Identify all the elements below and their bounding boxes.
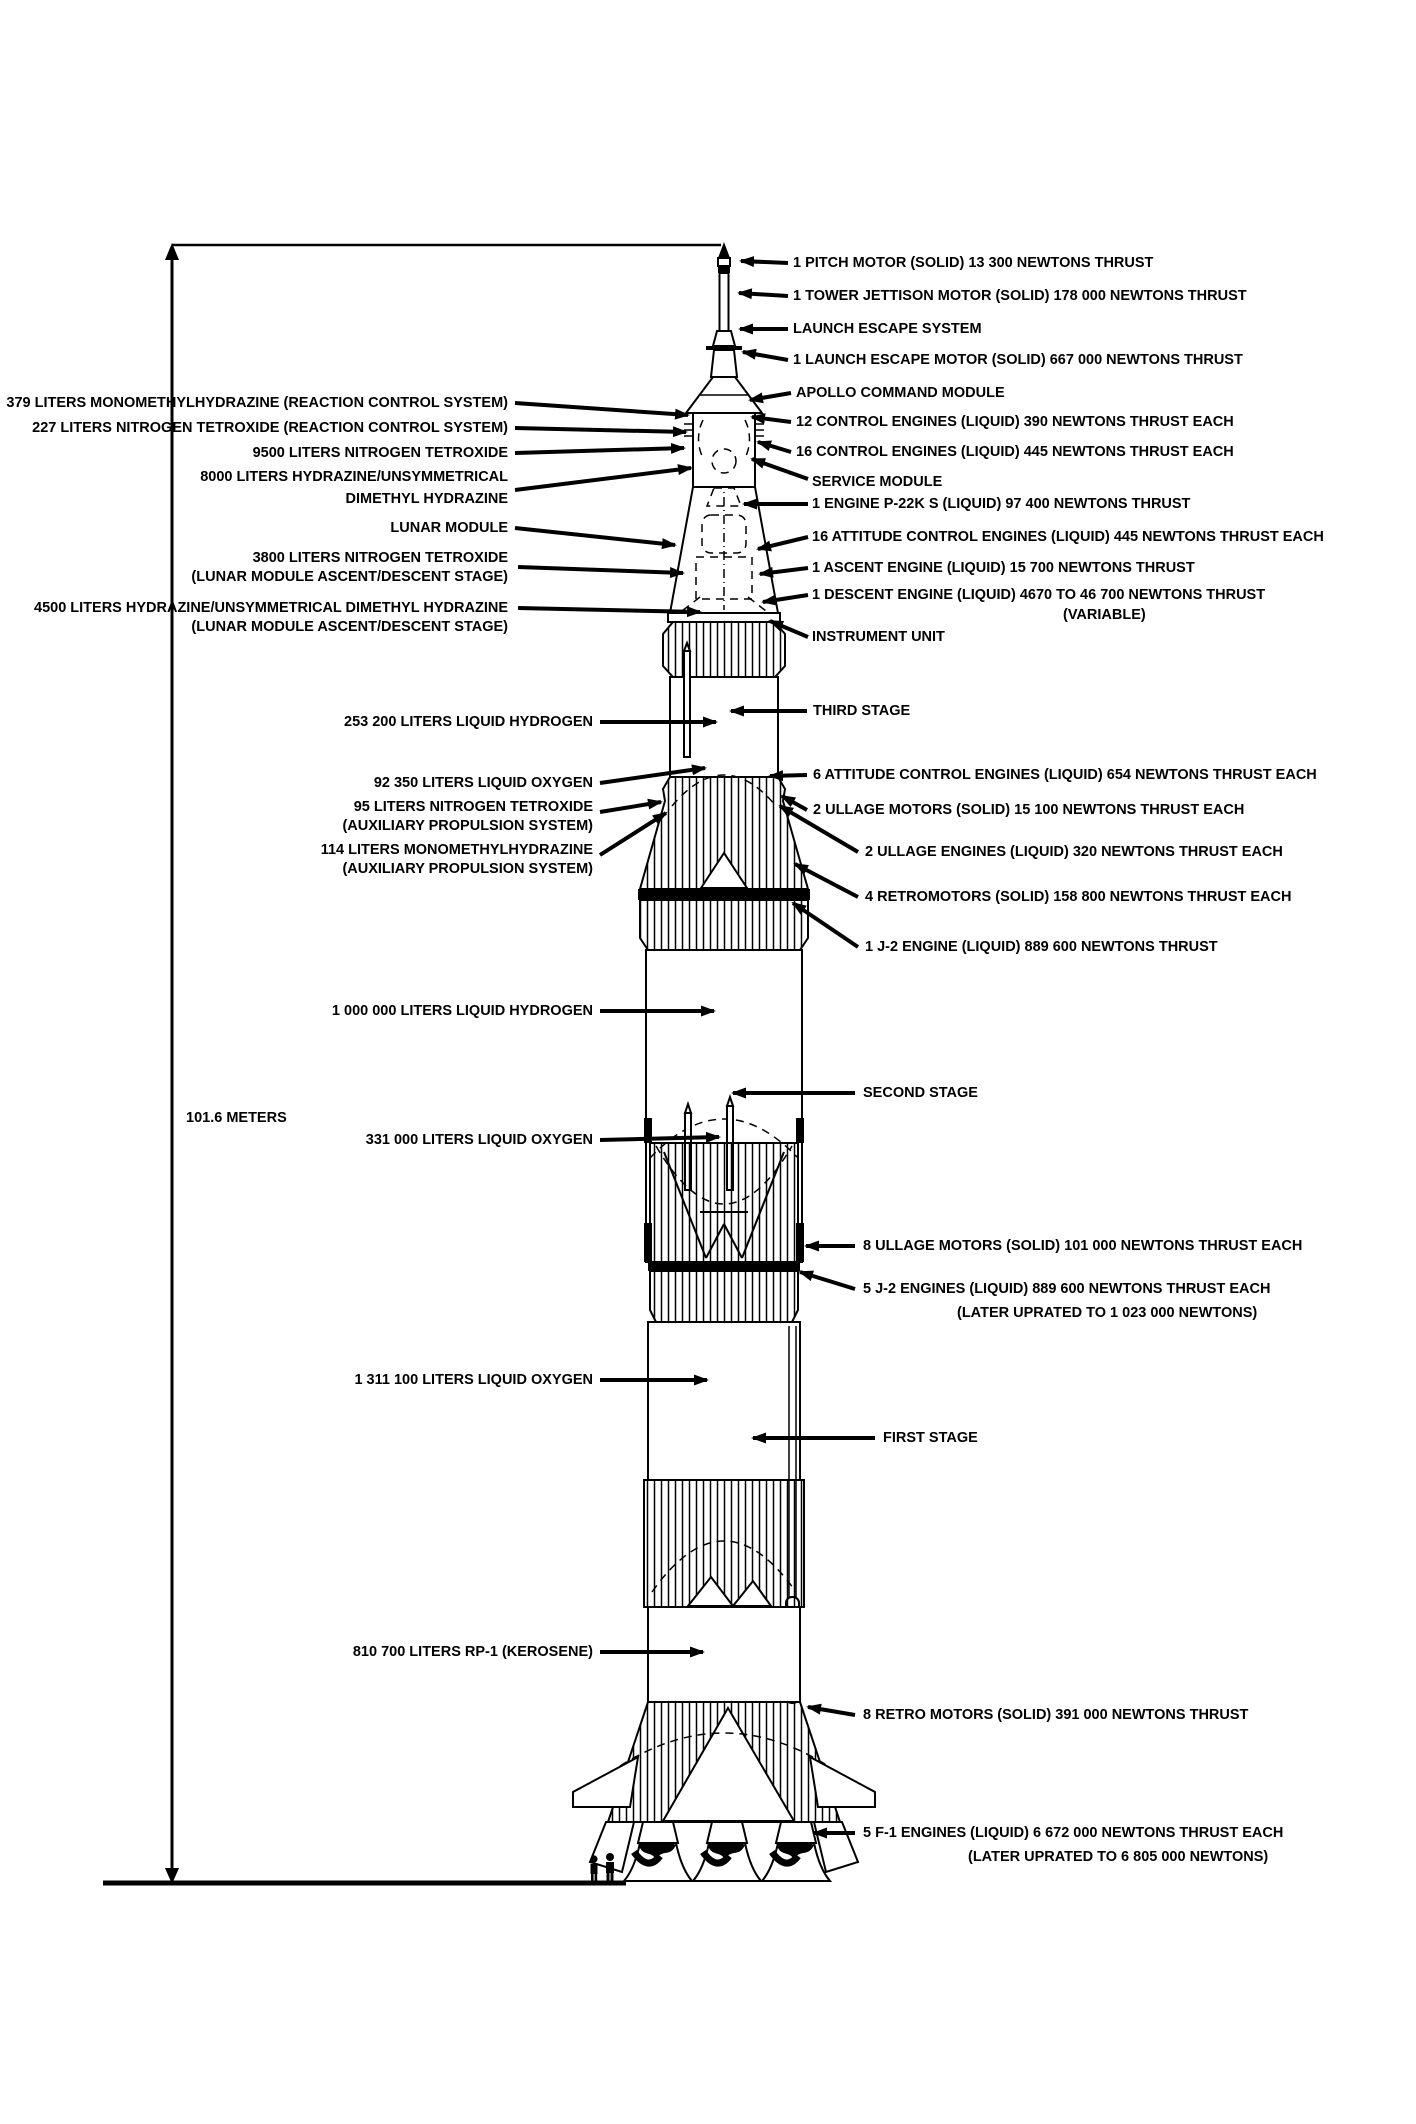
label-dimethyl-hydrazine: DIMETHYL HYDRAZINE <box>345 491 508 507</box>
instrument-unit-band <box>667 612 781 623</box>
label-8-ullage-motors: 8 ULLAGE MOTORS (SOLID) 101 000 NEWTONS … <box>863 1238 1303 1254</box>
label-height-101-6-meters: 101.6 METERS <box>186 1110 287 1126</box>
lunar-module-adapter-drawing <box>668 486 780 614</box>
label-descent-engine: 1 DESCENT ENGINE (LIQUID) 4670 TO 46 700… <box>812 587 1266 603</box>
label-apollo-command-module: APOLLO COMMAND MODULE <box>796 385 1005 401</box>
leader-arrows <box>514 256 875 1839</box>
label-1-j2-engine: 1 J-2 ENGINE (LIQUID) 889 600 NEWTONS TH… <box>865 939 1218 955</box>
label-16-attitude-control-engines: 16 ATTITUDE CONTROL ENGINES (LIQUID) 445… <box>812 529 1324 545</box>
f1-engines-drawing <box>621 1821 833 1882</box>
second-stage-aft-section <box>649 1142 799 1263</box>
label-5-j2-engines-uprated: (LATER UPRATED TO 1 023 000 NEWTONS) <box>957 1305 1258 1321</box>
lm-ascent-stage <box>701 514 747 554</box>
label-5-j2-engines: 5 J-2 ENGINES (LIQUID) 889 600 NEWTONS T… <box>863 1281 1271 1297</box>
f1-engine <box>690 1821 764 1882</box>
label-810700-liters-rp1: 810 700 LITERS RP-1 (KEROSENE) <box>352 1644 593 1660</box>
label-16-control-engines: 16 CONTROL ENGINES (LIQUID) 445 NEWTONS … <box>796 444 1234 460</box>
label-5-f1-engines: 5 F-1 ENGINES (LIQUID) 6 672 000 NEWTONS… <box>863 1825 1284 1841</box>
command-module-drawing <box>684 376 764 414</box>
retromotor-band <box>638 889 810 900</box>
first-stage-drawing <box>572 1321 876 1874</box>
human-figure <box>590 1855 598 1883</box>
label-8-retro-motors: 8 RETRO MOTORS (SOLID) 391 000 NEWTONS T… <box>863 1707 1249 1723</box>
label-4500-liters-hydrazine: 4500 LITERS HYDRAZINE/UNSYMMETRICAL DIME… <box>34 600 508 616</box>
interstage <box>639 899 809 951</box>
label-227-liters-nto: 227 LITERS NITROGEN TETROXIDE (REACTION … <box>32 420 508 436</box>
fuel-tank-section <box>647 1606 801 1703</box>
left-fin <box>572 1755 640 1808</box>
label-3800-sub: (LUNAR MODULE ASCENT/DESCENT STAGE) <box>191 569 508 585</box>
label-third-stage: THIRD STAGE <box>813 703 911 719</box>
third-stage-drawing <box>638 621 810 951</box>
label-9500-liters-nto: 9500 LITERS NITROGEN TETROXIDE <box>252 445 508 461</box>
dimension-line <box>103 243 721 1886</box>
label-launch-escape-system: LAUNCH ESCAPE SYSTEM <box>793 321 982 337</box>
label-3800-liters-nto: 3800 LITERS NITROGEN TETROXIDE <box>252 550 508 566</box>
label-6-attitude-control-engines: 6 ATTITUDE CONTROL ENGINES (LIQUID) 654 … <box>813 767 1317 783</box>
rocket-drawing <box>572 242 876 1883</box>
right-fin <box>808 1755 876 1808</box>
label-engine-p22ks: 1 ENGINE P-22K S (LIQUID) 97 400 NEWTONS… <box>812 496 1191 512</box>
human-scale-figures <box>590 1853 614 1883</box>
label-second-stage: SECOND STAGE <box>863 1085 978 1101</box>
launch-escape-system-drawing <box>706 242 742 396</box>
label-92350-liters-lox: 92 350 LITERS LIQUID OXYGEN <box>373 775 593 791</box>
ullage-motor-mark <box>796 1118 804 1143</box>
label-253200-liters-lh2: 253 200 LITERS LIQUID HYDROGEN <box>344 714 593 730</box>
second-stage-drawing <box>644 949 804 1323</box>
label-114-liters-mmh: 114 LITERS MONOMETHYLHYDRAZINE <box>320 842 593 858</box>
label-lunar-module: LUNAR MODULE <box>390 520 508 536</box>
label-114-sub: (AUXILIARY PROPULSION SYSTEM) <box>342 861 593 877</box>
label-379-liters-mmh: 379 LITERS MONOMETHYLHYDRAZINE (REACTION… <box>6 395 508 411</box>
label-95-liters-nto: 95 LITERS NITROGEN TETROXIDE <box>353 799 593 815</box>
label-95-sub: (AUXILIARY PROPULSION SYSTEM) <box>342 818 593 834</box>
label-1311100-liters-lox: 1 311 100 LITERS LIQUID OXYGEN <box>354 1372 593 1388</box>
label-5-f1-engines-uprated: (LATER UPRATED TO 6 805 000 NEWTONS) <box>968 1849 1269 1865</box>
interstage-2 <box>649 1270 799 1323</box>
human-figure <box>606 1853 614 1883</box>
label-1000000-liters-lh2: 1 000 000 LITERS LIQUID HYDROGEN <box>331 1003 593 1019</box>
label-tower-jettison-motor: 1 TOWER JETTISON MOTOR (SOLID) 178 000 N… <box>793 288 1247 304</box>
label-instrument-unit: INSTRUMENT UNIT <box>812 629 945 645</box>
label-12-control-engines: 12 CONTROL ENGINES (LIQUID) 390 NEWTONS … <box>796 414 1234 430</box>
label-4500-sub: (LUNAR MODULE ASCENT/DESCENT STAGE) <box>191 619 508 635</box>
label-descent-engine-variable: (VARIABLE) <box>1063 607 1146 623</box>
intertank-section <box>643 1479 805 1608</box>
label-first-stage: FIRST STAGE <box>883 1430 978 1446</box>
label-2-ullage-engines: 2 ULLAGE ENGINES (LIQUID) 320 NEWTONS TH… <box>865 844 1283 860</box>
label-service-module: SERVICE MODULE <box>812 474 943 490</box>
ullage-motor-mark <box>644 1118 652 1143</box>
lm-descent-stage <box>695 556 753 600</box>
label-2-ullage-motors: 2 ULLAGE MOTORS (SOLID) 15 100 NEWTONS T… <box>813 802 1245 818</box>
label-ascent-engine: 1 ASCENT ENGINE (LIQUID) 15 700 NEWTONS … <box>812 560 1195 576</box>
label-8000-liters-hydrazine: 8000 LITERS HYDRAZINE/UNSYMMETRICAL <box>200 469 508 485</box>
f1-engine <box>621 1821 695 1882</box>
separation-band <box>648 1262 800 1271</box>
service-module-drawing <box>684 412 764 488</box>
label-pitch-motor: 1 PITCH MOTOR (SOLID) 13 300 NEWTONS THR… <box>793 255 1154 271</box>
outer-engine-shroud-left <box>588 1821 636 1874</box>
f1-engine <box>759 1821 833 1882</box>
label-launch-escape-motor: 1 LAUNCH ESCAPE MOTOR (SOLID) 667 000 NE… <box>793 352 1243 368</box>
label-331000-liters-lox: 331 000 LITERS LIQUID OXYGEN <box>365 1132 593 1148</box>
ullage-motor-mark <box>644 1223 652 1262</box>
label-4-retromotors: 4 RETROMOTORS (SOLID) 158 800 NEWTONS TH… <box>865 889 1292 905</box>
ullage-motor-mark <box>796 1223 804 1262</box>
